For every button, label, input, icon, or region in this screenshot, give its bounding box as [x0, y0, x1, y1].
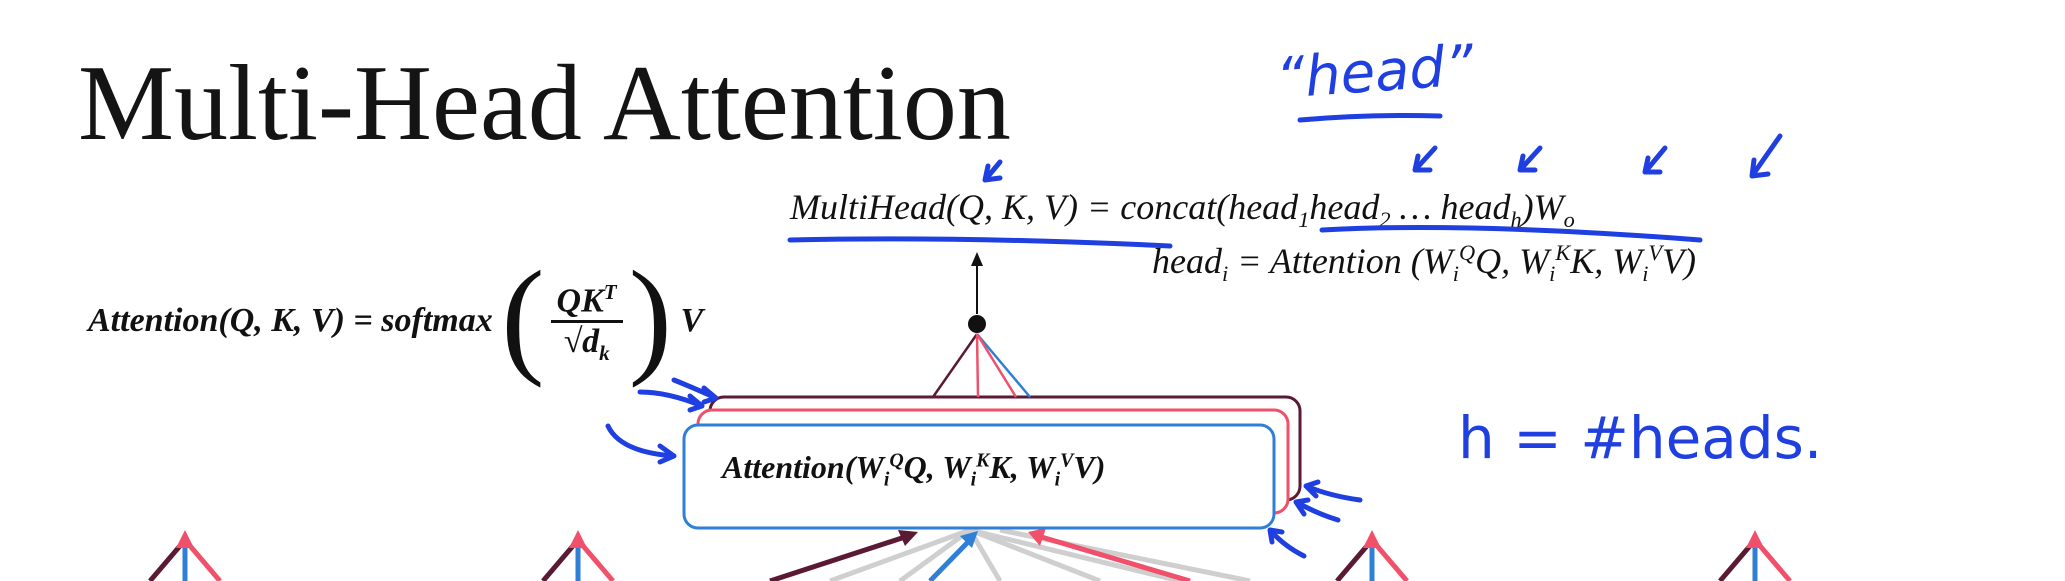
attention-box-label: Attention(WiQQ, WiKK, WiVV): [722, 449, 1105, 491]
multihead-eq: = concat(: [1077, 187, 1229, 227]
headi-wv-sub: i: [1642, 261, 1649, 287]
box-wk-sub: i: [970, 468, 977, 491]
left-box-arrow-2-icon: [671, 377, 719, 405]
ellipsis: …: [1390, 187, 1441, 227]
input-arrows: [769, 528, 1191, 581]
right-box-arrow-2-icon: [1293, 497, 1341, 523]
attention-box-front: [682, 423, 1276, 530]
attention-fraction: QKT √dk: [550, 279, 623, 366]
head2-sub: 2: [1379, 207, 1391, 233]
attention-lhs: Attention(Q, K, V) = softmax: [88, 301, 493, 339]
headh-pointer-icon: [1642, 145, 1668, 175]
right-box-arrow-1-icon: [1303, 479, 1363, 503]
concat-arrowhead-icon: [971, 252, 983, 266]
box-v-part: V): [1073, 449, 1106, 485]
multihead-equation: MultiHead(Q, K, V) = concat(head1head2 ……: [790, 186, 1575, 233]
wo-sub: o: [1563, 207, 1575, 233]
headi-wk-sup: K: [1555, 240, 1571, 265]
concat-close: )W: [1521, 187, 1564, 227]
headi-q-part: Q, W: [1475, 241, 1550, 281]
head2: head: [1309, 187, 1380, 227]
headi-wv-sup: V: [1648, 240, 1663, 265]
multihead-pointer-icon: [982, 159, 1003, 183]
headi-k-part: K, W: [1570, 241, 1643, 281]
wo-pointer-icon: [1749, 133, 1783, 179]
headi-equation: headi = Attention (WiQQ, WiKK, WiVV): [1152, 240, 1696, 287]
box-wv-sub: i: [1054, 468, 1061, 491]
right-box-arrow-3-icon: [1267, 527, 1307, 559]
headi-wk-sub: i: [1549, 261, 1556, 287]
multihead-lhs: MultiHead(Q, K, V): [790, 187, 1078, 227]
slide-title: Multi-Head Attention: [78, 44, 1011, 163]
concat-node: [968, 315, 986, 333]
box-wk-sup: K: [976, 449, 990, 472]
heads-count-handwritten-note: h = #heads.: [1458, 404, 1823, 472]
box-label-prefix: Attention(W: [722, 449, 884, 485]
head-underline: [1297, 113, 1443, 123]
headh-sub: h: [1510, 207, 1522, 233]
box-wv-sup: V: [1060, 449, 1074, 472]
headi-sub: i: [1221, 261, 1229, 287]
head1-pointer-icon: [1412, 145, 1438, 173]
headi-wq-sup: Q: [1459, 240, 1476, 265]
headi-rhs: = Attention (W: [1228, 241, 1453, 281]
left-box-arrow-3-icon: [605, 423, 677, 465]
headi-v-part: V): [1662, 241, 1697, 281]
multihead-underline: [787, 236, 1173, 249]
concat-underline: [1319, 225, 1703, 243]
box-wq-sub: i: [883, 468, 890, 491]
attention-numerator: QK: [556, 282, 604, 320]
box-wq-sup: Q: [889, 449, 904, 472]
head-handwritten-note: “head”: [1273, 33, 1476, 112]
head2-pointer-icon: [1517, 145, 1543, 173]
attention-denominator: √d: [563, 323, 600, 361]
left-box-arrow-1-icon: [637, 389, 705, 413]
box-q-part: Q, W: [903, 449, 971, 485]
head1: head: [1228, 187, 1299, 227]
left-paren: (: [501, 245, 545, 389]
right-paren: ): [628, 245, 672, 389]
headi-wq-sub: i: [1452, 261, 1459, 287]
attention-denominator-sub: k: [599, 341, 610, 366]
bottom-trees: [148, 530, 1792, 581]
attention-equation: Attention(Q, K, V) = softmax ( QKT √dk )…: [88, 252, 704, 388]
handwritten-marks: [605, 113, 1783, 559]
headh: head: [1440, 187, 1511, 227]
box-k-part: K, W: [989, 449, 1055, 485]
output-lines: [931, 333, 1031, 398]
attention-rhs: V: [680, 301, 704, 339]
attention-numerator-sup: T: [603, 279, 617, 304]
head1-sub: 1: [1298, 207, 1310, 233]
